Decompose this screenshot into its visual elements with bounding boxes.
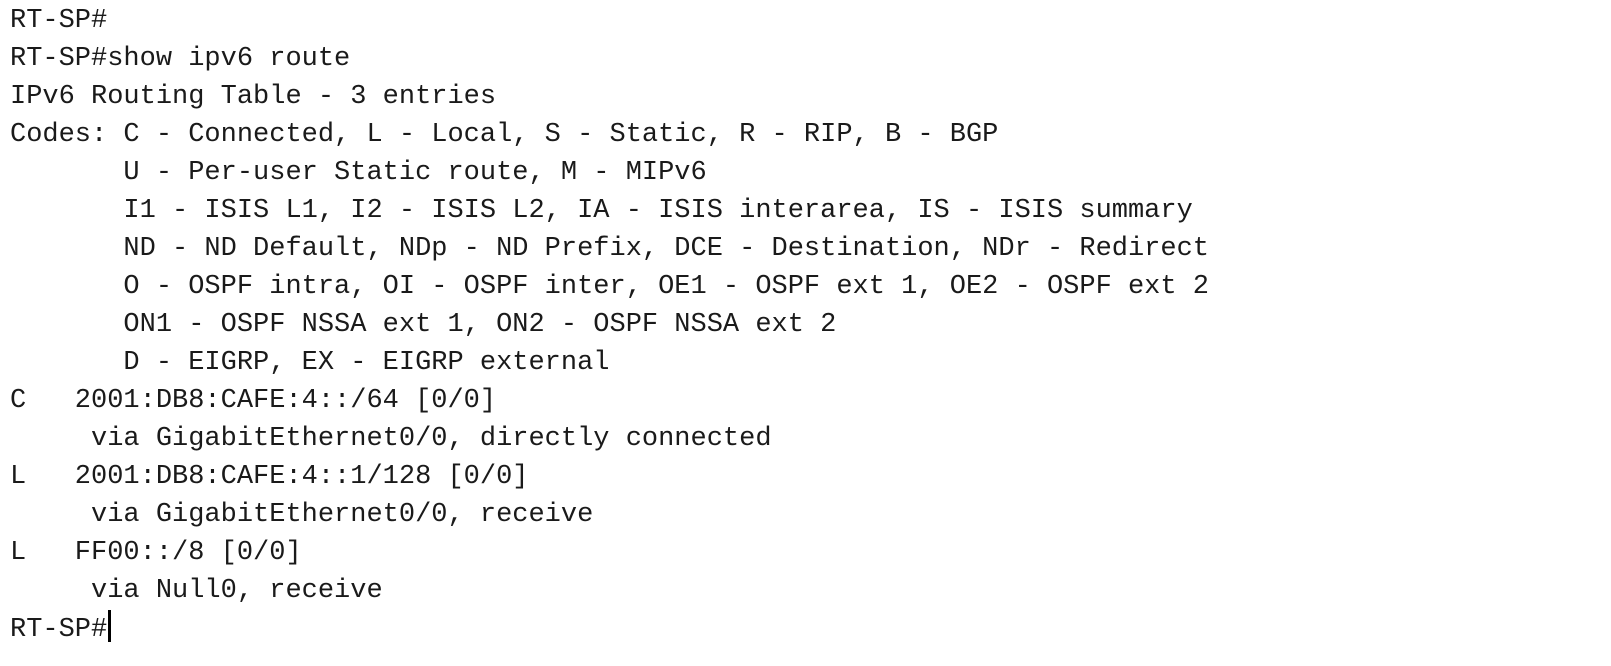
- terminal-line-codes-4: ND - ND Default, NDp - ND Prefix, DCE - …: [10, 234, 1209, 264]
- route-entry-1-via: via GigabitEthernet0/0, directly connect…: [10, 424, 772, 454]
- terminal-line-codes-2: U - Per-user Static route, M - MIPv6: [10, 158, 707, 188]
- route-entry-1: C 2001:DB8:CAFE:4::/64 [0/0]: [10, 386, 497, 416]
- route-entry-3: L FF00::/8 [0/0]: [10, 538, 302, 568]
- terminal-line-table-header: IPv6 Routing Table - 3 entries: [10, 82, 497, 112]
- terminal-prompt: RT-SP#: [10, 615, 108, 645]
- terminal-line-codes-5: O - OSPF intra, OI - OSPF inter, OE1 - O…: [10, 272, 1209, 302]
- terminal-line-codes-6: ON1 - OSPF NSSA ext 1, ON2 - OSPF NSSA e…: [10, 310, 837, 340]
- terminal-line-codes-3: I1 - ISIS L1, I2 - ISIS L2, IA - ISIS in…: [10, 196, 1193, 226]
- terminal-line-codes-7: D - EIGRP, EX - EIGRP external: [10, 348, 610, 378]
- terminal-line-codes-1: Codes: C - Connected, L - Local, S - Sta…: [10, 120, 999, 150]
- route-entry-2: L 2001:DB8:CAFE:4::1/128 [0/0]: [10, 462, 529, 492]
- terminal-prompt-line[interactable]: RT-SP#: [10, 610, 1611, 648]
- route-entry-3-via: via Null0, receive: [10, 576, 383, 606]
- terminal-line-prompt-1: RT-SP#: [10, 6, 108, 36]
- text-cursor: [108, 610, 112, 642]
- route-entry-2-via: via GigabitEthernet0/0, receive: [10, 500, 594, 530]
- terminal-line-command: RT-SP#show ipv6 route: [10, 44, 351, 74]
